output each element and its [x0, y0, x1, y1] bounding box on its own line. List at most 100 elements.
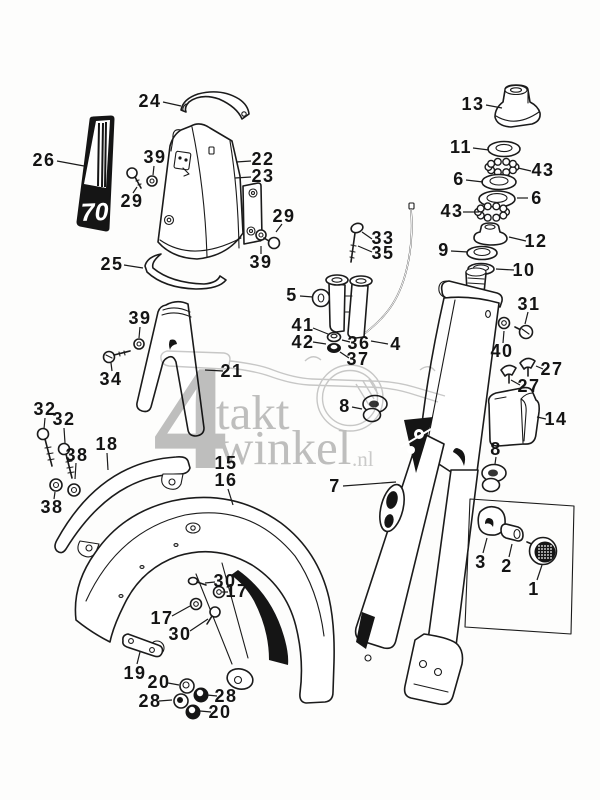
part-26-emblem: 70: [76, 115, 115, 232]
callout-label: 3: [475, 552, 487, 572]
part-25-lower-clamp: [144, 253, 227, 290]
callout-leader-line: [517, 167, 532, 172]
knurl-dot: [544, 554, 546, 556]
part-38-nut: [49, 478, 63, 492]
knurl-dot: [538, 545, 540, 547]
bearing-ball: [493, 157, 502, 166]
callout-label: 11: [450, 137, 472, 157]
callout-label: 20: [147, 672, 170, 692]
knurl-dot: [547, 545, 549, 547]
callout-label: 19: [123, 663, 146, 683]
callout-leader-line: [132, 186, 138, 194]
part-31-bolt: [514, 324, 534, 340]
callout-leader-line: [227, 488, 234, 506]
callout-leader-line: [494, 456, 497, 465]
callout-leader-line: [235, 160, 252, 163]
callout-leader-line: [63, 427, 66, 444]
watermark-nl: .nl: [352, 447, 374, 471]
part-6-bearing-race: [481, 173, 517, 191]
bearing-ball: [476, 204, 485, 213]
knurl-dot: [541, 557, 543, 559]
callout-leader-line: [339, 351, 350, 359]
callout-label: 30: [168, 624, 191, 644]
callout-leader-line: [508, 236, 527, 242]
callout-leader-line: [299, 295, 314, 298]
callout-leader-line: [495, 268, 515, 271]
callout-leader-line: [138, 326, 141, 339]
callout-leader-line: [510, 379, 521, 386]
watermark-takt: takt: [216, 385, 290, 440]
callout-label: 10: [512, 260, 535, 280]
bearing-ball: [499, 211, 508, 220]
watermark-winkel: winkel: [218, 420, 351, 475]
callout-label: 39: [143, 147, 166, 167]
callout-leader-line: [110, 362, 113, 372]
callout-leader-line: [275, 223, 283, 233]
callout-label: 43: [440, 201, 463, 221]
callout-leader-line: [450, 250, 469, 253]
callout-leader-line: [341, 339, 351, 343]
callout-label: 33: [371, 228, 394, 248]
part-33-35-bolt: [349, 222, 364, 263]
callout-leader-line: [370, 340, 389, 345]
callout-label: 34: [99, 369, 122, 389]
callout-leader-line: [536, 564, 543, 581]
callout-leader-line: [312, 341, 327, 345]
bearing-ball: [499, 204, 508, 213]
callout-label: 41: [291, 315, 314, 335]
knurl-dot: [547, 548, 549, 550]
callout-leader-line: [524, 311, 529, 325]
knurl-dot: [538, 551, 540, 553]
part-43-ball-retainer: [484, 157, 520, 177]
knurl-dots: [538, 545, 552, 559]
part-21-fork-cover: [136, 300, 205, 437]
knurl-dot: [547, 557, 549, 559]
callout-label: 42: [291, 332, 314, 352]
knurl-dot: [541, 554, 543, 556]
watermark-big-4: 4: [153, 335, 228, 501]
callout-label: 8: [339, 396, 351, 416]
callout-leader-line: [74, 462, 77, 480]
part-29-bolt: [126, 167, 142, 189]
knurl-dot: [547, 551, 549, 553]
callout-leader-line: [152, 165, 155, 176]
knurl-dot: [550, 545, 552, 547]
part-17-nut: [189, 597, 203, 611]
callout-label: 1: [528, 579, 540, 599]
part-43-ball-retainer: [473, 202, 511, 222]
callout-leader-line: [123, 264, 144, 269]
part-7-front-fork: [354, 267, 503, 706]
callout-leader-line: [189, 618, 209, 632]
callout-leader-line: [482, 537, 488, 554]
part-9-washer: [466, 245, 498, 261]
callout-leader-line: [361, 231, 373, 240]
part-32-bolt: [57, 442, 75, 479]
knurl-dot: [541, 545, 543, 547]
bearing-ball: [508, 159, 518, 168]
callout-label: 22: [251, 149, 274, 169]
callout-leader-line: [206, 694, 218, 697]
callout-leader-line: [136, 651, 141, 665]
callout-leader-line: [502, 330, 505, 344]
callout-label: 31: [517, 294, 540, 314]
callout-leader-line: [508, 543, 513, 558]
callout-label: 40: [490, 341, 513, 361]
part-5-holder-bracket: [311, 274, 373, 339]
callout-leader-line: [56, 160, 85, 167]
knurl-dot: [544, 551, 546, 553]
knurl-dot: [550, 551, 552, 553]
callout-label: 5: [286, 285, 298, 305]
callout-leader-line: [536, 416, 547, 420]
callout-label: 2: [501, 556, 513, 576]
knurl-dot: [550, 554, 552, 556]
callout-label: 6: [531, 188, 543, 208]
callout-leader-line: [472, 147, 490, 151]
part-15-16-front-fender: [74, 496, 335, 704]
knurl-dot: [541, 551, 543, 553]
callout-label: 21: [220, 361, 243, 381]
emblem-text: 70: [80, 198, 109, 227]
callout-label: 26: [32, 150, 55, 170]
part-2-damper-screw: [500, 523, 524, 542]
callout-label: 17: [225, 581, 248, 601]
